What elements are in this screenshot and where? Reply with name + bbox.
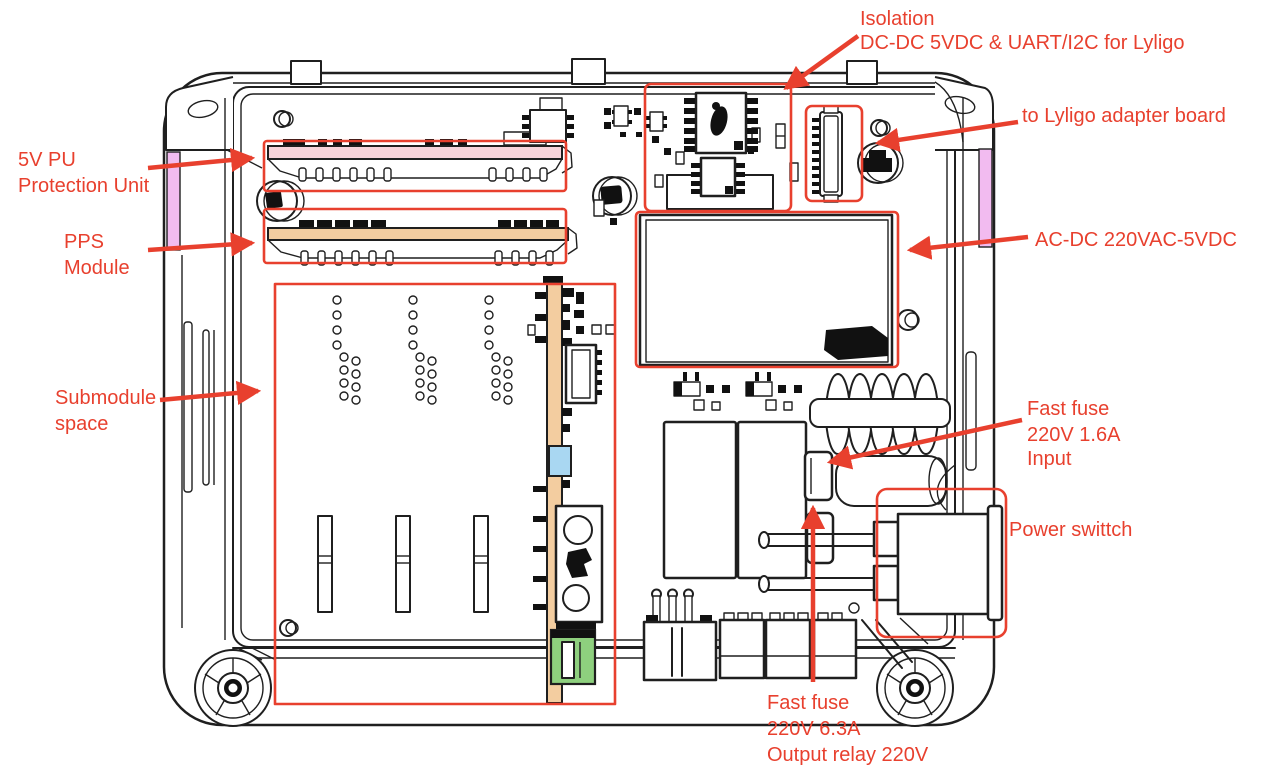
label-fuse-output-line1: Fast fuse [767,692,849,714]
label-submodule-line2: space [55,413,108,435]
cylindrical-capacitor [835,455,948,507]
5vpu-board [267,131,573,182]
top-smd-components [522,97,642,225]
submodule-slot [395,515,411,613]
highlight-box-submodule [273,282,617,706]
arrow-acdc [906,234,1029,260]
board-relay-box [554,504,604,624]
lyligo-connector [812,105,843,203]
annotation-boxes [262,82,1008,706]
submodule-slot [473,515,489,613]
fuse-input-220v-1-6a [803,450,834,502]
acdc-module [638,213,894,367]
annotation-labels: Isolation DC-DC 5VDC & UART/I2C for Lyli… [18,8,1237,766]
highlight-box-power-switch [875,487,1008,639]
label-5vpu-line2: Protection Unit [18,175,150,197]
relay-2 [736,420,808,580]
arrow-fuse-input [826,417,1023,470]
terminal-block [718,612,766,680]
label-5vpu-line1: 5V PU [18,149,76,171]
relay-1 [662,420,738,580]
switch-face-plate [986,504,1004,622]
diode-group [745,372,802,411]
isolation-ic-large [684,91,758,155]
side-vent-slot [202,329,210,486]
label-lyligo: to Lyligo adapter board [1022,105,1226,127]
toroid-inductor [809,373,951,455]
submodule-space-holes [317,295,616,613]
label-pps-line1: PPS [64,231,104,253]
label-fuse-output-line2: 220V 6.3A [767,718,861,740]
mounting-ear-top-right [934,76,994,151]
acdc-label-blob [824,326,888,360]
terminal-block [764,612,812,680]
label-fuse-input-line2: 220V 1.6A [1027,424,1121,446]
label-fuse-output-line3: Output relay 220V [767,744,929,766]
arrow-isolation [783,34,860,90]
green-connector [549,628,597,686]
label-submodule-line1: Submodule [55,387,156,409]
power-switch [758,464,1004,645]
diode-group [673,372,730,411]
blue-component [548,445,572,477]
arrow-pps [147,232,256,257]
label-isolation-line1: Isolation [860,8,935,30]
side-vent-slot [183,321,193,493]
arrow-submodule [159,380,262,406]
terminal-block [812,612,858,680]
switch-body [896,512,990,616]
arrow-5vpu [147,147,256,173]
label-pps-line2: Module [64,257,130,279]
bottom-terminal-row [642,588,913,682]
highlight-box-lyligo-connector [804,104,864,203]
annotation-arrows [147,34,1029,682]
label-fuse-input-line1: Fast fuse [1027,398,1109,420]
label-acdc: AC-DC 220VAC-5VDC [1035,229,1237,251]
submodule-interface-board [533,276,604,704]
board-connector [564,343,598,405]
highlight-box-pps [262,207,568,265]
mounting-foot-bottom-right [876,649,954,727]
header-3pin [642,588,718,682]
rail-clip-tab [846,60,878,85]
label-isolation-line2: DC-DC 5VDC & UART/I2C for Lyligo [860,32,1185,54]
mounting-foot-bottom-left [194,649,272,727]
arrow-lyligo [874,119,1019,152]
label-power-switch: Power swittch [1009,519,1132,541]
highlight-box-5vpu [262,139,568,193]
submodule-slot [317,515,333,613]
mounting-ear-top-left [165,76,263,169]
isolation-dcdc-components [646,91,799,210]
side-vent-slot [965,351,977,471]
pps-module-board [267,220,578,266]
label-fuse-input-line3: Input [1027,448,1072,470]
highlight-box-acdc [634,210,900,369]
rail-clip-tab [290,60,322,85]
isolation-ic-small [691,156,745,198]
rail-clip-tab [571,58,606,85]
din-rail-right [978,148,993,248]
mount-hole-right [857,142,904,184]
